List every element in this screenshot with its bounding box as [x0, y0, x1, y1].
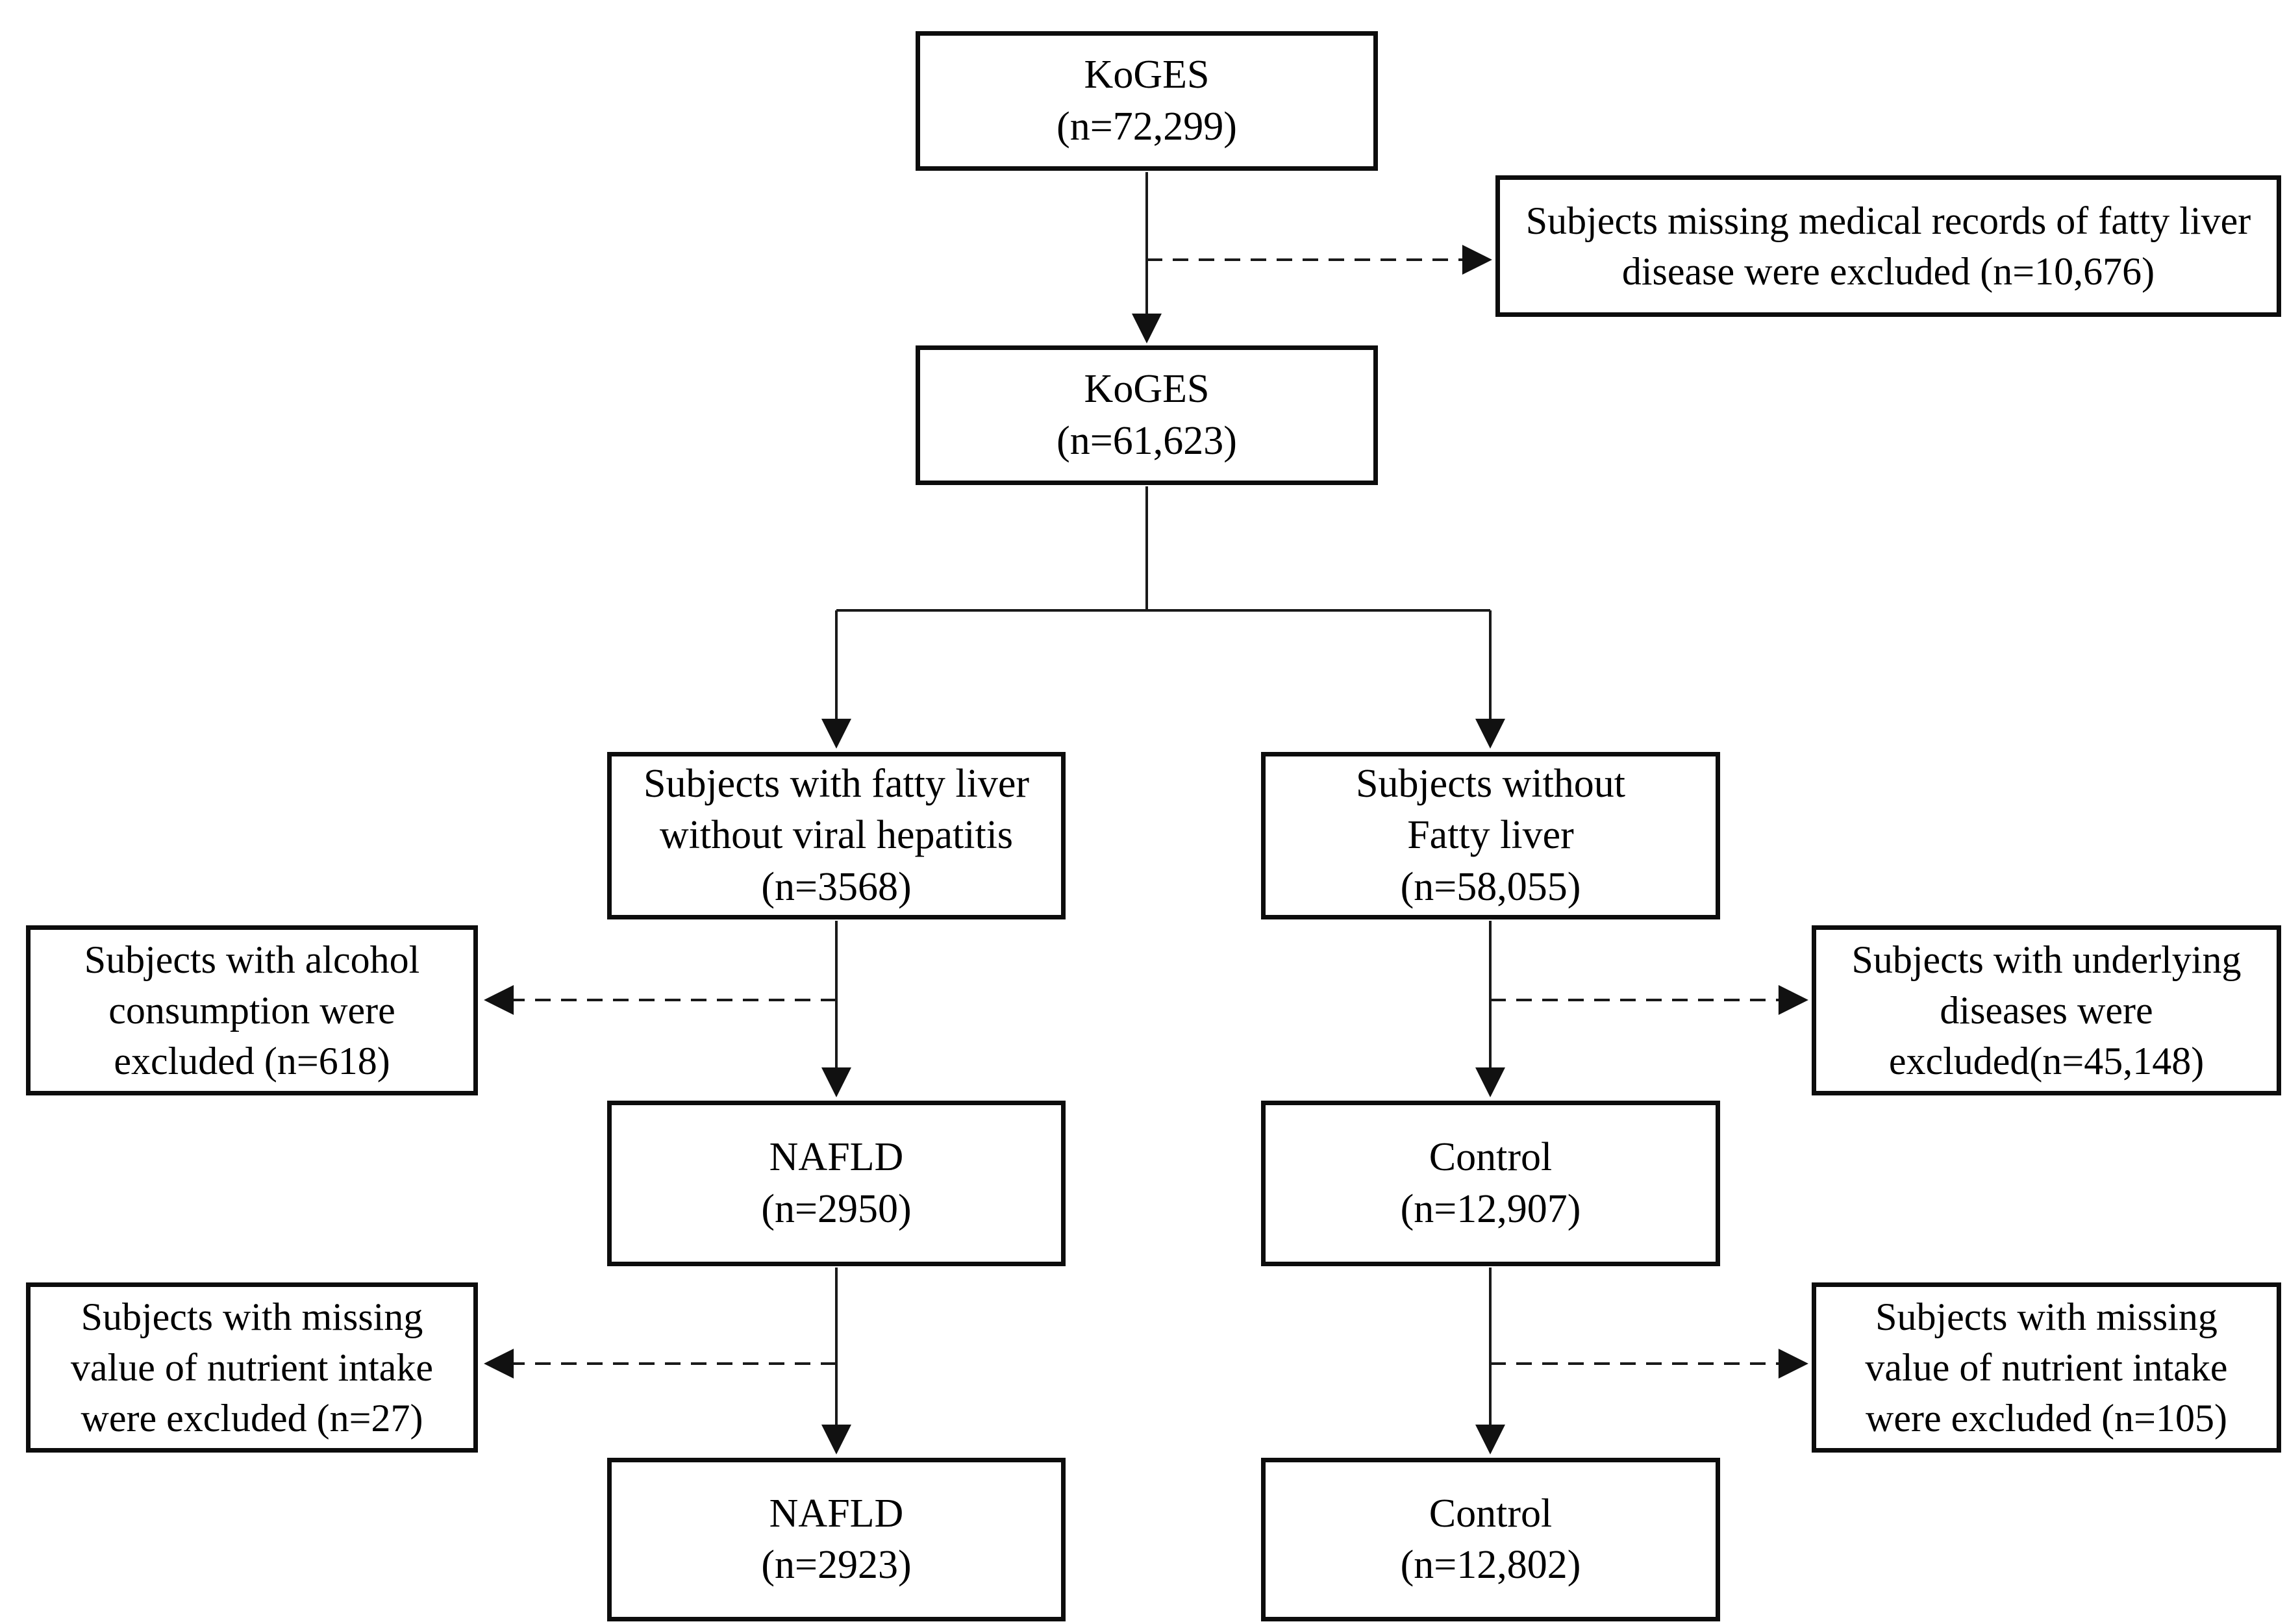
node-text-line: without viral hepatitis [659, 813, 1014, 858]
node-text-line: Subjects with underlying [1851, 938, 2242, 981]
node-text-line: consumption were [108, 989, 395, 1032]
node-no-fatty-liver: Subjects without Fatty liver (n=58,055) [1261, 752, 1720, 919]
node-text-line: were excluded (n=105) [1866, 1397, 2227, 1440]
node-text-line: (n=12,907) [1400, 1186, 1581, 1231]
node-exclusion-alcohol: Subjects with alcohol consumption were e… [26, 925, 478, 1095]
node-text-line: Subjects missing medical records of fatt… [1525, 199, 2251, 242]
node-text-line: NAFLD [769, 1135, 904, 1180]
node-text-line: Subjects without [1355, 761, 1626, 806]
node-text-line: diseases were [1940, 989, 2153, 1032]
node-text-line: disease were excluded (n=10,676) [1621, 250, 2155, 293]
node-exclusion-nutrient-control: Subjects with missing value of nutrient … [1812, 1282, 2281, 1453]
node-text-line: excluded (n=618) [114, 1040, 390, 1082]
node-text-line: KoGES [1084, 367, 1210, 412]
node-text-line: were excluded (n=27) [81, 1397, 423, 1440]
node-exclusion-underlying-diseases: Subjects with underlying diseases were e… [1812, 925, 2281, 1095]
node-text-line: Subjects with missing [81, 1295, 423, 1338]
node-text-line: (n=12,802) [1400, 1543, 1581, 1587]
node-text-line: (n=3568) [761, 864, 912, 909]
node-text-line: value of nutrient intake [1865, 1346, 2228, 1389]
node-text-line: KoGES [1084, 53, 1210, 97]
node-exclusion-missing-records: Subjects missing medical records of fatt… [1495, 175, 2281, 317]
node-text-line: value of nutrient intake [70, 1346, 434, 1389]
node-text-line: (n=58,055) [1400, 864, 1581, 909]
node-text-line: (n=2923) [761, 1543, 912, 1587]
node-text-line: Subjects with fatty liver [643, 761, 1030, 806]
node-text-line: Control [1429, 1491, 1553, 1536]
node-text-line: Fatty liver [1407, 813, 1574, 858]
node-text-line: excluded(n=45,148) [1888, 1040, 2205, 1082]
node-text-line: (n=2950) [761, 1186, 912, 1231]
node-koges-filtered: KoGES (n=61,623) [916, 345, 1378, 485]
node-text-line: Subjects with alcohol [84, 938, 420, 981]
node-text-line: Control [1429, 1135, 1553, 1180]
node-control-2: Control (n=12,802) [1261, 1458, 1720, 1621]
node-nafld-2: NAFLD (n=2923) [607, 1458, 1066, 1621]
node-text-line: (n=61,623) [1056, 418, 1237, 463]
node-nafld-1: NAFLD (n=2950) [607, 1101, 1066, 1266]
node-exclusion-nutrient-nafld: Subjects with missing value of nutrient … [26, 1282, 478, 1453]
node-text-line: Subjects with missing [1875, 1295, 2218, 1338]
node-fatty-liver: Subjects with fatty liver without viral … [607, 752, 1066, 919]
node-text-line: NAFLD [769, 1491, 904, 1536]
node-text-line: (n=72,299) [1056, 104, 1237, 149]
node-control-1: Control (n=12,907) [1261, 1101, 1720, 1266]
node-koges-initial: KoGES (n=72,299) [916, 31, 1378, 171]
